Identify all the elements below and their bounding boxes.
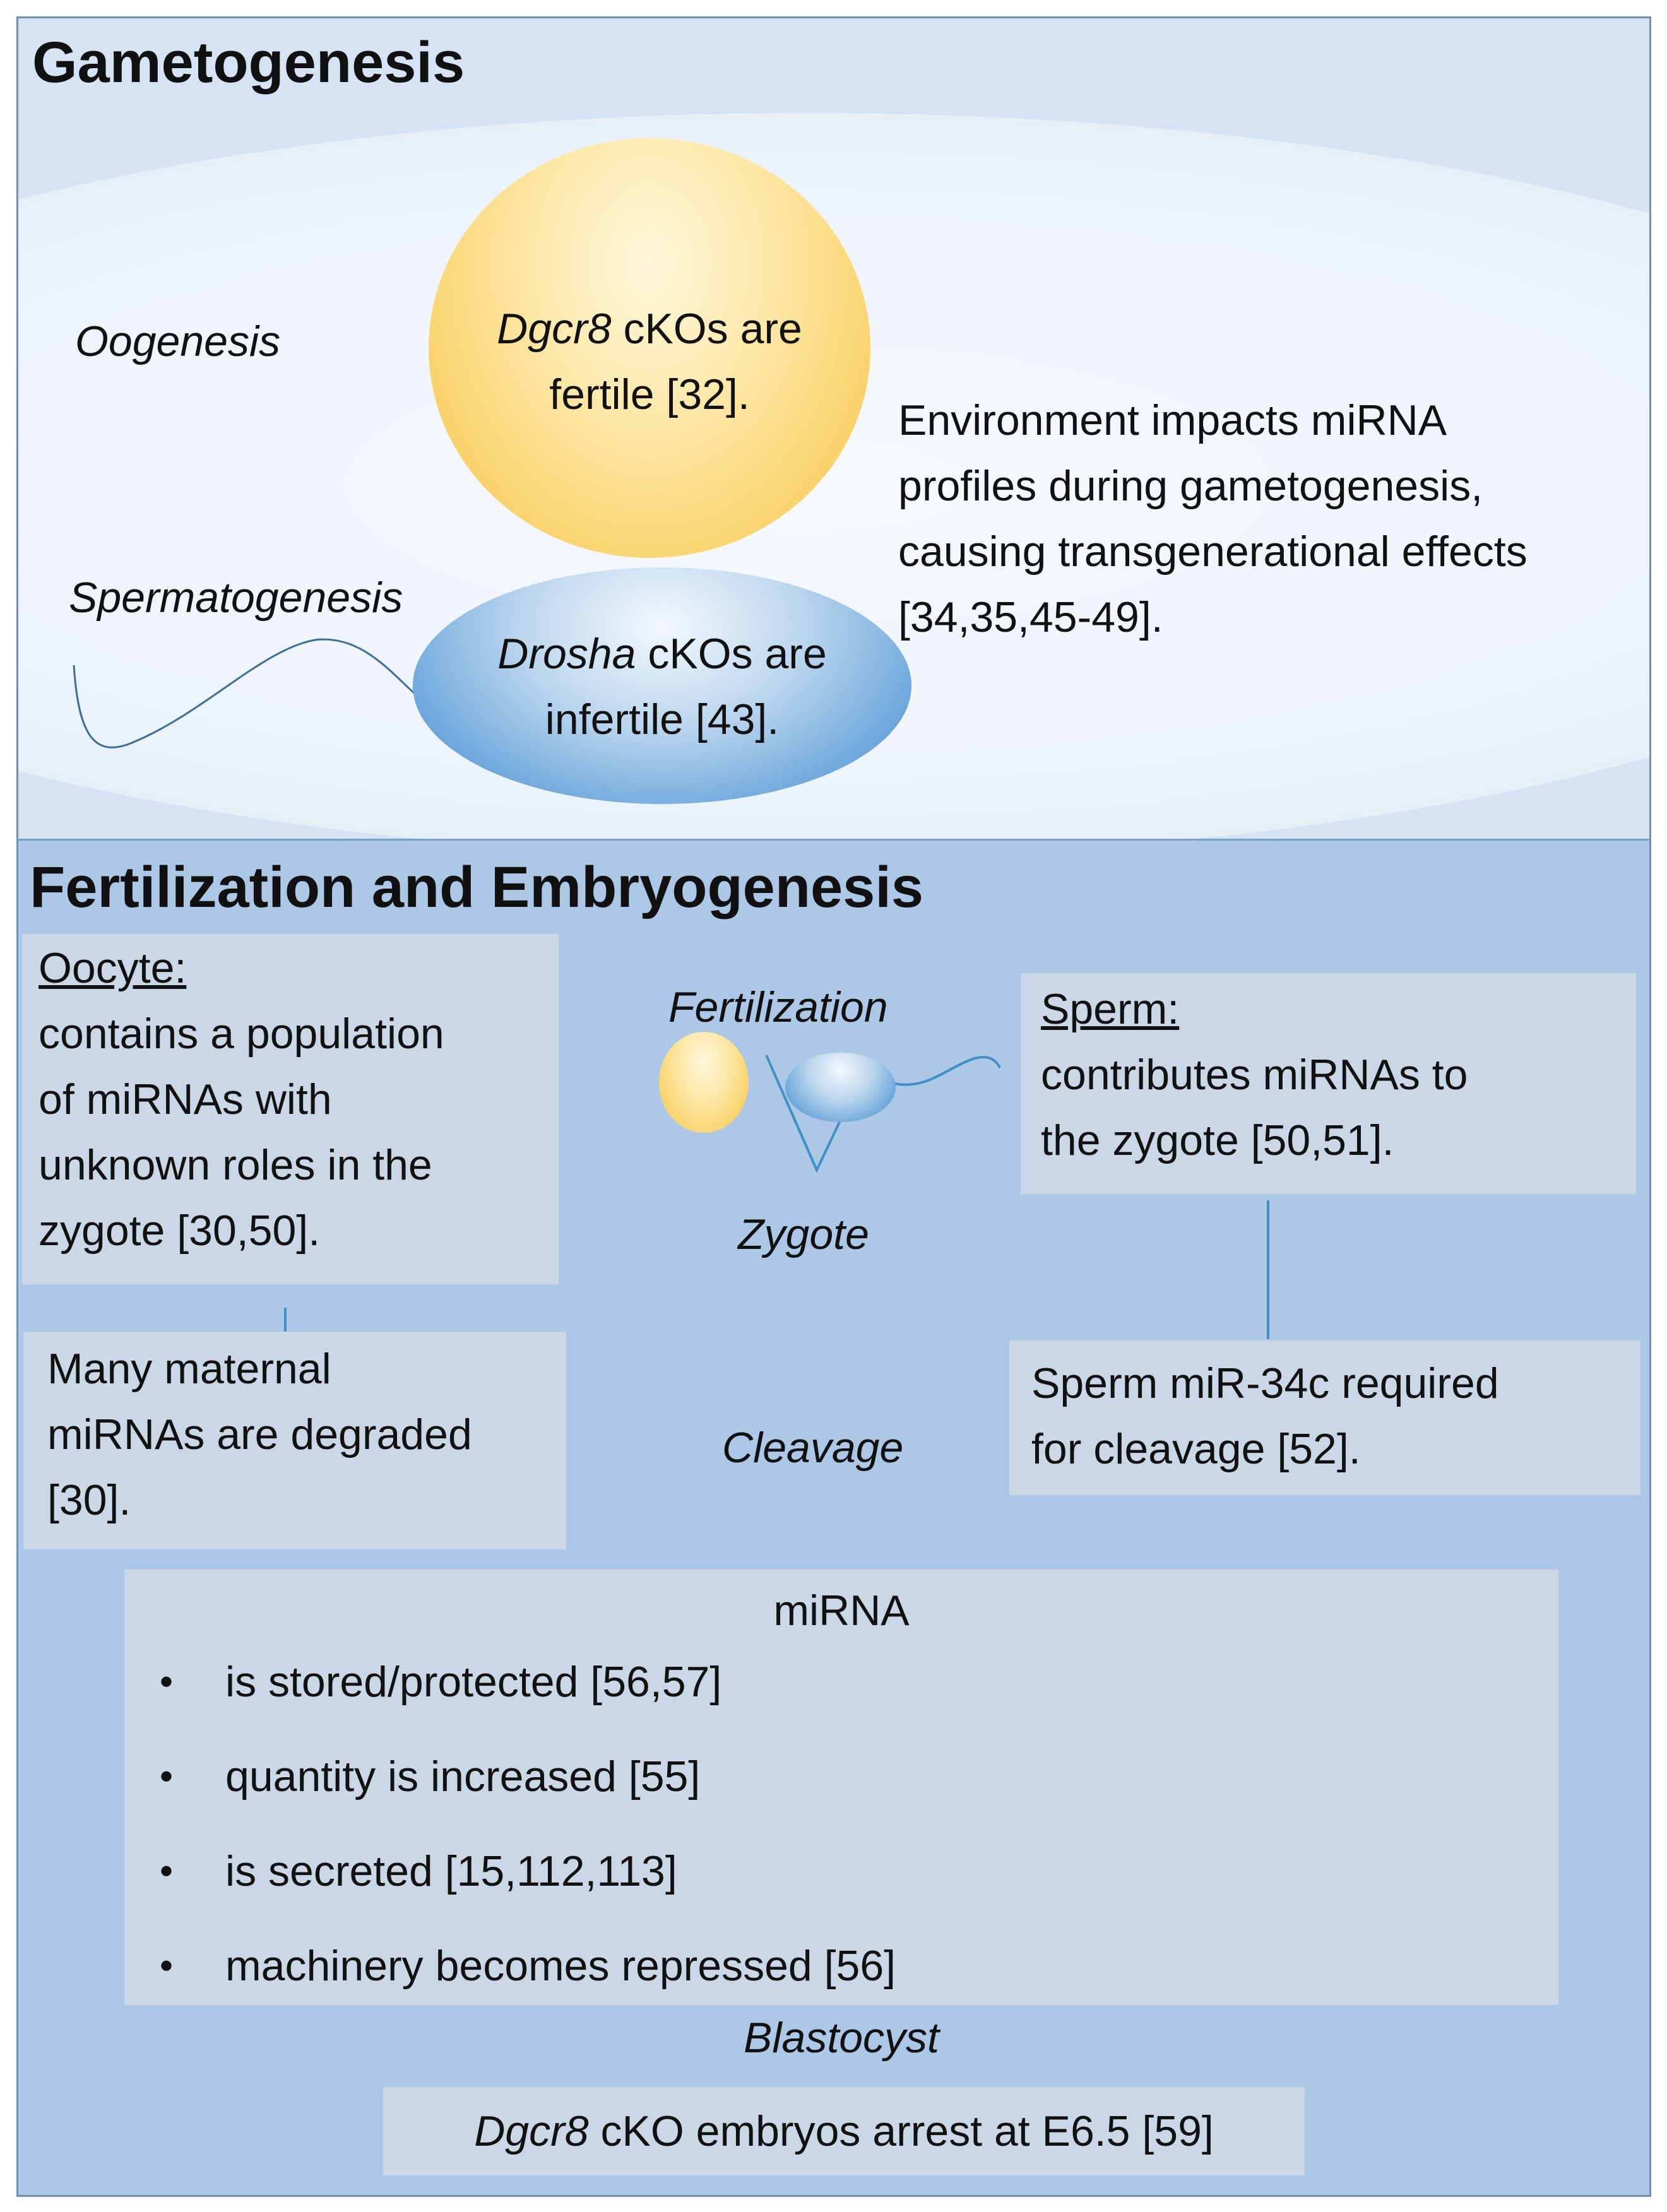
sperm-line1-rest: cKOs are: [648, 630, 827, 678]
blastocyst-label: Blastocyst: [744, 2014, 939, 2062]
mirna-bullet-4-text: machinery becomes repressed [56]: [225, 1942, 896, 1990]
mirna-bullet-2-text: quantity is increased [55]: [225, 1753, 701, 1801]
mirna-bullet-3: • is secreted [15,112,113]: [137, 1824, 896, 1919]
bullet-icon: •: [160, 1850, 174, 1892]
spermatogenesis-label: Spermatogenesis: [69, 574, 403, 622]
mirna-bullet-1-text: is stored/protected [56,57]: [225, 1658, 722, 1706]
environment-line-4: [34,35,45-49].: [898, 593, 1163, 641]
environment-line-3: causing transgenerational effects: [898, 528, 1528, 576]
sperm-text-line2: infertile [43].: [545, 695, 780, 743]
oocyte-circle: [429, 138, 870, 558]
fertilization-title: Fertilization and Embryogenesis: [30, 855, 924, 920]
fertilization-sperm-icon: [785, 1053, 896, 1122]
embryo-arrest-rest: cKO embryos arrest at E6.5 [59]: [600, 2107, 1214, 2155]
maternal-box-line-3: [30].: [47, 1476, 131, 1524]
oocyte-box-line-1: contains a population: [39, 1010, 444, 1058]
oocyte-box-heading: Oocyte:: [39, 944, 187, 992]
fertilization-panel: Fertilization and Embryogenesis Oocyte: …: [18, 839, 1649, 2195]
sperm-tail: [73, 638, 423, 748]
oocyte-gene-name: Dgcr8: [497, 305, 612, 353]
mirna-bullet-4: • machinery becomes repressed [56]: [137, 1919, 896, 2013]
maternal-mirna-box: [23, 1332, 566, 1549]
mirna-bullet-1: • is stored/protected [56,57]: [137, 1635, 896, 1729]
oocyte-line1-rest: cKOs are: [623, 305, 802, 353]
oogenesis-label: Oogenesis: [75, 317, 281, 365]
bullet-icon: •: [160, 1660, 174, 1703]
connector-lines: [284, 1055, 1269, 1339]
fertilization-label: Fertilization: [668, 983, 888, 1031]
oocyte-text-line2: fertile [32].: [549, 370, 750, 418]
sperm-box-line-1: contributes miRNAs to: [1041, 1051, 1468, 1099]
cleavage-label: Cleavage: [722, 1424, 904, 1472]
zygote-label: Zygote: [738, 1210, 869, 1258]
mir34c-line-2: for cleavage [52].: [1031, 1425, 1361, 1473]
mirna-bullet-2: • quantity is increased [55]: [137, 1729, 896, 1824]
gametogenesis-title: Gametogenesis: [32, 30, 465, 95]
sperm-box-line-2: the zygote [50,51].: [1041, 1116, 1394, 1164]
environment-line-1: Environment impacts miRNA: [898, 396, 1447, 444]
bullet-icon: •: [160, 1944, 174, 1987]
mir34c-box: [1009, 1340, 1640, 1495]
embryo-arrest-box: [383, 2087, 1305, 2175]
mirna-bullet-3-text: is secreted [15,112,113]: [225, 1847, 677, 1895]
sperm-info-box: [1021, 973, 1636, 1194]
embryo-gene-name: Dgcr8: [474, 2107, 589, 2155]
sperm-ellipse: [413, 567, 911, 804]
bullet-icon: •: [160, 1755, 174, 1797]
fertilization-oocyte-icon: [659, 1032, 749, 1133]
oocyte-info-box: [22, 934, 559, 1284]
mirna-box-title: miRNA: [773, 1587, 910, 1635]
oocyte-box-line-3: unknown roles in the: [39, 1141, 432, 1189]
maternal-box-line-1: Many maternal: [47, 1345, 331, 1393]
oocyte-box-line-2: of miRNAs with: [39, 1075, 332, 1123]
sperm-text-line1: Drosha cKOs are: [413, 621, 911, 687]
mirna-bullet-list: • is stored/protected [56,57] • quantity i…: [137, 1635, 896, 2013]
mir34c-line-1: Sperm miR-34c required: [1031, 1359, 1499, 1407]
embryo-arrest-text: Dgcr8 cKO embryos arrest at E6.5 [59]: [383, 2098, 1305, 2164]
mirna-summary-box: [124, 1570, 1558, 2005]
maternal-box-line-2: miRNAs are degraded: [47, 1411, 472, 1458]
oocyte-text-line1: Dgcr8 cKOs are: [429, 296, 870, 362]
sperm-box-heading: Sperm:: [1041, 985, 1180, 1033]
oocyte-box-line-4: zygote [30,50].: [39, 1207, 321, 1255]
sperm-gene-name: Drosha: [497, 630, 636, 678]
gametogenesis-panel: Gametogenesis Oogenesis Spermatogenesis …: [18, 18, 1649, 839]
environment-line-2: profiles during gametogenesis,: [898, 462, 1483, 510]
figure-frame: Gametogenesis Oogenesis Spermatogenesis …: [16, 16, 1651, 2197]
